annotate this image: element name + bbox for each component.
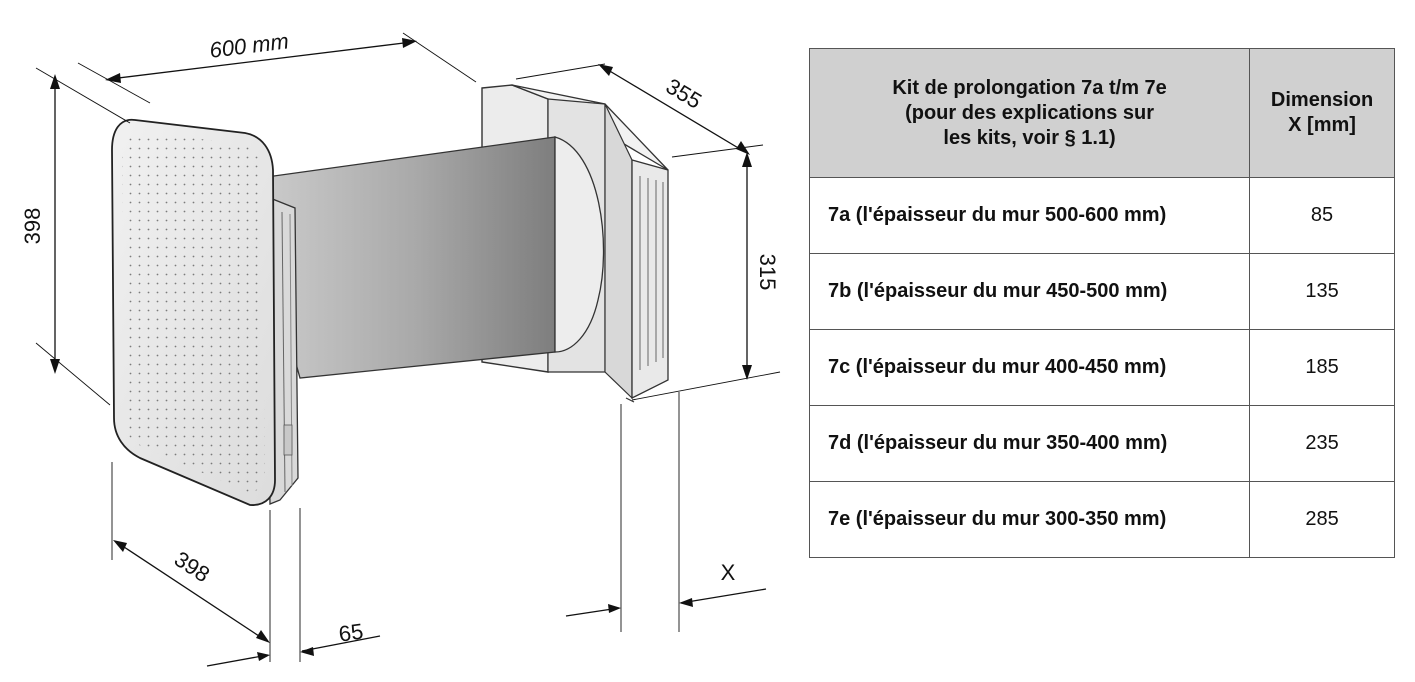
dimension-lines [50,38,767,667]
kit-cell: 7c (l'épaisseur du mur 400-450 mm) [808,329,1251,406]
extension-kit-table: Kit de prolongation 7a t/m 7e (pour des … [808,48,1395,558]
header-kit-line: les kits, voir § 1.1) [943,126,1116,149]
kit-cell: 7e (l'épaisseur du mur 300-350 mm) [808,481,1251,558]
dim-depth-back-label: 355 [662,73,706,113]
table-row: 7d (l'épaisseur du mur 350-400 mm) 235 [808,405,1395,482]
table-row: 7b (l'épaisseur du mur 450-500 mm) 135 [808,253,1395,330]
header-kit: Kit de prolongation 7a t/m 7e (pour des … [808,48,1251,178]
duct-tube [244,136,605,379]
front-grille-panel [111,118,299,506]
kit-cell: 7a (l'épaisseur du mur 500-600 mm) [808,177,1251,254]
header-dim-line: Dimension [1270,89,1374,111]
dimension-cell: 285 [1249,481,1395,558]
kit-cell: 7d (l'épaisseur du mur 350-400 mm) [808,405,1251,482]
table-row: 7a (l'épaisseur du mur 500-600 mm) 85 [808,177,1395,254]
header-kit-line: Kit de prolongation 7a t/m 7e [892,76,1167,99]
dim-width-label: 600 mm [208,28,290,63]
dimension-cell: 135 [1249,253,1395,330]
header-kit-line: (pour des explications sur [905,101,1155,124]
dimension-cell: 235 [1249,405,1395,482]
dim-height-label: 398 [20,208,45,245]
dim-x-label: X [721,560,736,585]
table-row: 7e (l'épaisseur du mur 300-350 mm) 285 [808,481,1395,558]
table-row: 7c (l'épaisseur du mur 400-450 mm) 185 [808,329,1395,406]
extension-lines [35,32,781,662]
header-dim-line: X [mm] [1288,114,1356,136]
table-header-row: Kit de prolongation 7a t/m 7e (pour des … [808,48,1395,178]
kit-cell: 7b (l'épaisseur du mur 450-500 mm) [808,253,1251,330]
dim-panel-gap-label: 65 [337,618,365,646]
header-dimension: Dimension X [mm] [1249,48,1395,178]
ventilation-unit-drawing: 600 mm 398 355 315 398 65 X [20,28,781,667]
dimension-cell: 185 [1249,329,1395,406]
dim-back-height-label: 315 [755,254,780,291]
dimension-cell: 85 [1249,177,1395,254]
